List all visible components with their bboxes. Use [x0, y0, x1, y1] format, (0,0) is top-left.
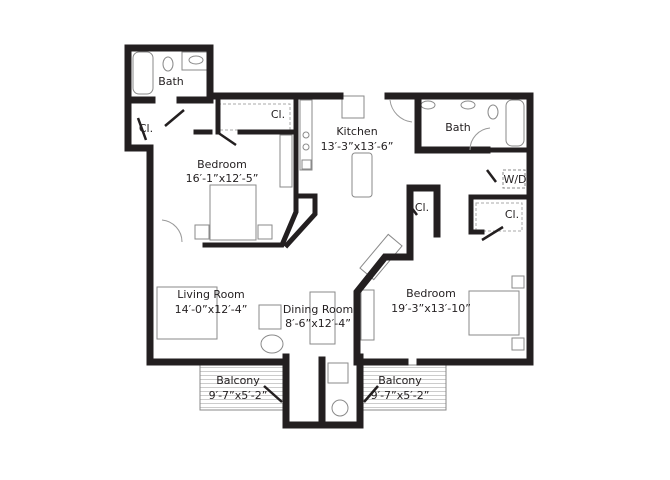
- sink-right-1: [420, 100, 436, 110]
- sofa: [156, 286, 218, 340]
- balcony-right-size: 9′-7”x5′-2”: [371, 389, 430, 402]
- laundry-label: W/D: [503, 173, 526, 186]
- balcony-left-size: 9′-7”x5′-2”: [209, 389, 268, 402]
- washer-dryer: [502, 169, 526, 189]
- bedroom2-label: Bedroom: [406, 287, 456, 300]
- stove-burner: [302, 143, 310, 151]
- sink-left: [188, 55, 204, 65]
- bed-1: [209, 184, 257, 241]
- room-labels: Bath Cl. Cl. Bedroom 16′-1”x12′-5” Kitch…: [139, 75, 527, 402]
- kitchen-label: Kitchen: [336, 125, 377, 138]
- toilet-right: [487, 104, 499, 120]
- nightstand: [511, 275, 525, 289]
- closet-bedroom1-label: Cl.: [271, 108, 285, 121]
- closet-bedroom2-label: Cl.: [505, 208, 519, 221]
- side-table: [260, 334, 284, 354]
- bath-right-label: Bath: [445, 121, 471, 134]
- balcony-left-deck: [199, 364, 288, 411]
- doors: [136, 99, 504, 403]
- stair-column: [331, 399, 349, 417]
- bathtub-right: [505, 99, 525, 147]
- bath-left-label: Bath: [158, 75, 184, 88]
- toilet-left: [162, 56, 174, 72]
- nightstand: [511, 337, 525, 351]
- kitchen-size: 13′-3”x13′-6”: [321, 140, 394, 153]
- bedroom1-label: Bedroom: [197, 158, 247, 171]
- bedroom2-size: 19′-3”x13′-10”: [391, 302, 471, 315]
- bathtub-left: [132, 51, 154, 95]
- walls: [124, 44, 534, 429]
- dining-room-label: Dining Room: [283, 303, 353, 316]
- armchair: [258, 304, 282, 330]
- stove-burner: [302, 131, 310, 139]
- fridge: [341, 95, 365, 119]
- sink-right-2: [460, 100, 476, 110]
- elevator-shaft: [327, 362, 349, 384]
- closet-left-label: Cl.: [139, 122, 153, 135]
- balcony-left-label: Balcony: [216, 374, 260, 387]
- dining-table: [309, 291, 336, 345]
- bedroom1-size: 16′-1”x12′-5”: [186, 172, 259, 185]
- dresser: [360, 289, 375, 341]
- fixtures: [132, 51, 526, 417]
- closet-shelf: [475, 202, 523, 232]
- wardrobe: [279, 134, 293, 188]
- living-room-size: 14′-0”x12′-4”: [175, 303, 248, 316]
- bed-2: [468, 290, 520, 336]
- kitchen-island: [351, 152, 373, 198]
- nightstand: [194, 224, 210, 240]
- closet-hall-label: Cl.: [415, 201, 429, 214]
- nightstand: [257, 224, 273, 240]
- balcony-right-deck: [357, 364, 447, 411]
- balcony-right-label: Balcony: [378, 374, 422, 387]
- living-room-label: Living Room: [177, 288, 245, 301]
- kitchen-sink: [301, 159, 312, 170]
- dining-room-size: 8′-6”x12′-4”: [285, 317, 351, 330]
